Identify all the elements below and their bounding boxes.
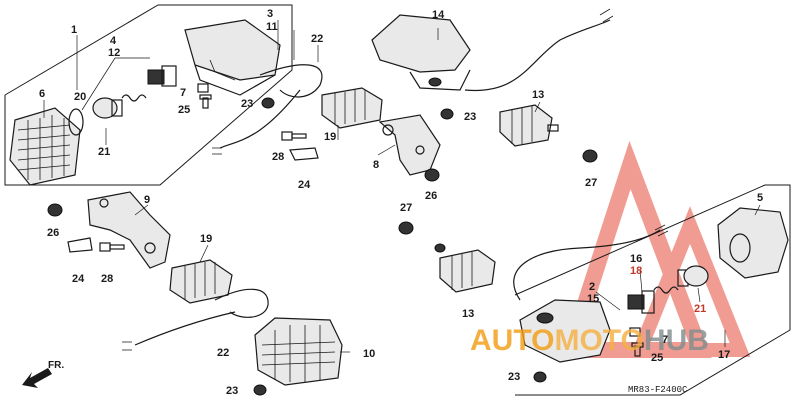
- callout-23-lower-right: 23: [508, 371, 520, 383]
- nut-26-lower: [47, 203, 63, 217]
- callout-labels: 1 2 3 4 5 6 7 7 8 9 10 11 12 13 13 14 15…: [39, 8, 763, 397]
- socket-spring-lower: [653, 286, 679, 294]
- callout-21-lower: 21: [694, 303, 706, 315]
- callout-21-upper: 21: [98, 146, 110, 158]
- nut-27-right: [582, 149, 598, 163]
- callout-10: 10: [363, 348, 375, 360]
- nut-27-middle: [398, 221, 414, 235]
- callout-25-upper: 25: [178, 104, 190, 116]
- callout-13-lower: 13: [462, 308, 474, 320]
- wire-lead-lower: [134, 311, 236, 346]
- diagram-code: MR83-F2400C: [628, 385, 688, 395]
- callout-9: 9: [144, 194, 150, 206]
- housing-upper-left: [184, 19, 281, 96]
- callout-7-upper: 7: [180, 87, 186, 99]
- callout-19-lower: 19: [200, 233, 212, 245]
- assembly-frame-left: [4, 4, 293, 186]
- callout-6: 6: [39, 88, 45, 100]
- callout-7-lower: 7: [662, 334, 668, 346]
- rubber-seal-22: [259, 64, 323, 98]
- clamp-24-lower: [67, 237, 93, 253]
- relay-13-upper-right: [499, 104, 559, 147]
- callout-8: 8: [373, 159, 379, 171]
- clip-7-lower: [629, 327, 641, 337]
- callout-20: 20: [74, 91, 86, 103]
- lens-upper-left: [9, 107, 81, 186]
- callout-23-upper: 23: [241, 98, 253, 110]
- grommet-23-upper: [261, 97, 275, 109]
- wire-terminals-lower: [122, 341, 132, 351]
- bracket-9-lower: [87, 191, 171, 269]
- wire-lead-14: [464, 19, 611, 92]
- callout-27-middle: 27: [400, 202, 412, 214]
- callout-22-upper: 22: [311, 33, 323, 45]
- callout-13-upper: 13: [532, 89, 544, 101]
- screw-25-lower: [631, 342, 644, 357]
- clip-7-upper: [197, 83, 209, 93]
- housing-15-lower-right: [519, 299, 611, 363]
- callout-4: 4: [110, 35, 117, 47]
- callout-18: 18: [630, 265, 642, 277]
- grommet-23-right: [440, 108, 454, 120]
- callout-24-upper: 24: [298, 179, 311, 191]
- bulb-upper: [92, 97, 123, 119]
- callout-23-lower: 23: [226, 385, 238, 397]
- relay-bolt-lower: [434, 243, 446, 253]
- grommet-23-lower: [253, 384, 267, 396]
- nut-26-upper: [424, 168, 440, 182]
- gasket-upper: [68, 108, 84, 136]
- callout-27-right: 27: [585, 177, 597, 189]
- callout-19-upper: 19: [324, 131, 336, 143]
- callout-26-upper: 26: [425, 190, 437, 202]
- rubber-seal-22-lower: [214, 288, 269, 318]
- callout-12: 12: [108, 47, 120, 59]
- svg-text:FR.: FR.: [48, 360, 64, 371]
- wire-lead-upper: [219, 89, 301, 149]
- callout-3: 3: [267, 8, 273, 20]
- callout-16: 16: [630, 253, 642, 265]
- callout-5: 5: [757, 192, 763, 204]
- socket-spring-upper: [121, 94, 147, 102]
- wire-terminals-14: [599, 8, 614, 23]
- watermark-text: AUTOMOTOHUB: [470, 324, 709, 357]
- grommet-23-lower-right: [533, 371, 547, 383]
- lens-housing-10-lower: [254, 317, 343, 386]
- wire-terminals-upper: [212, 147, 222, 155]
- relay-13-lower: [439, 249, 496, 293]
- relay-19-lower: [169, 259, 233, 304]
- callout-2: 2: [589, 281, 595, 293]
- callout-22-lower: 22: [217, 347, 229, 359]
- callout-28-upper: 28: [272, 151, 284, 163]
- housing-14-upper-right: [371, 14, 471, 91]
- callout-26-lower: 26: [47, 227, 59, 239]
- socket-upper: [147, 65, 177, 87]
- socket-18-lower: [627, 290, 655, 314]
- assembly-frame-right: [514, 184, 791, 396]
- bolt-28-upper: [281, 131, 307, 141]
- bulb-21-lower: [677, 265, 709, 287]
- callout-28-lower: 28: [101, 273, 113, 285]
- callout-23-right: 23: [464, 111, 476, 123]
- leader-lines: [43, 20, 761, 353]
- callout-25-lower: 25: [651, 352, 663, 364]
- callout-11: 11: [266, 21, 278, 33]
- wire-lead-15: [513, 229, 661, 301]
- wire-terminals-15: [654, 224, 669, 237]
- bolt-28-lower: [99, 242, 125, 252]
- front-direction-arrow: FR.: [22, 360, 64, 388]
- bracket-8-upper: [378, 114, 441, 176]
- screw-25-upper: [199, 94, 212, 109]
- callout-14: 14: [432, 9, 445, 21]
- callout-17: 17: [718, 349, 730, 361]
- clamp-24-upper: [289, 147, 319, 161]
- callout-15: 15: [587, 293, 599, 305]
- callout-1: 1: [71, 24, 77, 36]
- callout-24-lower: 24: [72, 273, 85, 285]
- relay-19-upper: [321, 87, 383, 129]
- lens-5-lower-right: [717, 207, 789, 279]
